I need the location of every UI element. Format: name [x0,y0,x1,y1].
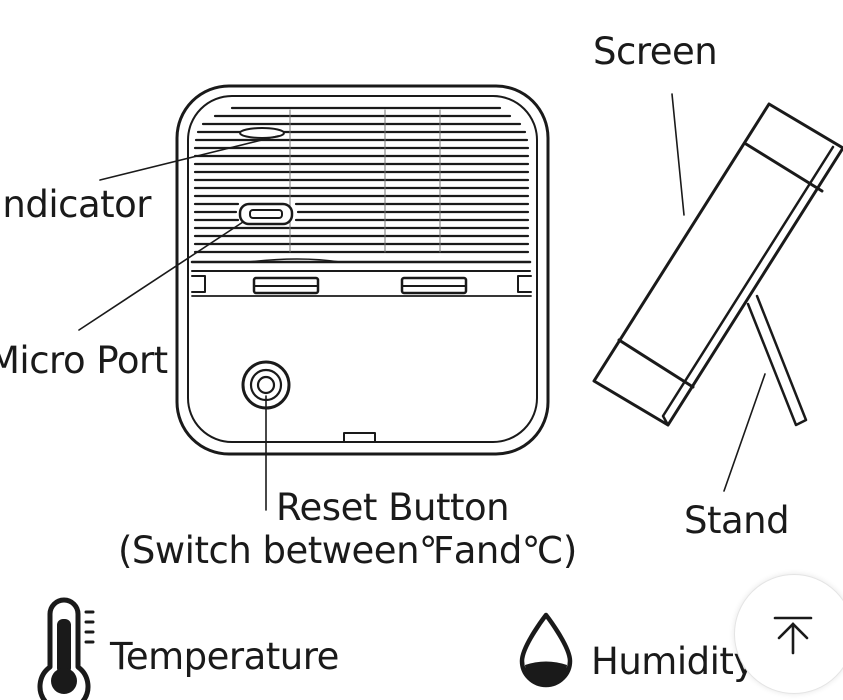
reset-button-note: (Switch between℉and℃) [118,529,577,572]
device-outer-shell [175,84,550,456]
screen-label: Screen [593,30,718,73]
back-to-top-button[interactable] [734,574,843,694]
screen-panel [592,102,843,427]
stand-label: Stand [684,499,790,542]
stand-leg [746,294,808,427]
stand-leader [723,373,766,492]
temperature-label: Temperature [110,635,339,678]
indicator-label: Indicator [0,183,152,226]
indicator-light [239,127,285,139]
indicator-leader [99,135,279,181]
leader-lines [78,93,766,511]
vent-grille [193,106,530,254]
droplet-icon [519,612,573,688]
device-side-view [592,102,843,427]
micro-port-leader [78,221,244,331]
back-to-top-icon [773,616,813,655]
micro-port-label: Micro Port [0,339,168,382]
screen-leader [671,93,685,216]
device-inner-shell [187,95,538,443]
thermometer-icon [37,597,95,700]
reset-button-label: Reset Button [276,486,510,529]
humidity-label: Humidity [591,640,755,683]
device-back [175,84,550,456]
